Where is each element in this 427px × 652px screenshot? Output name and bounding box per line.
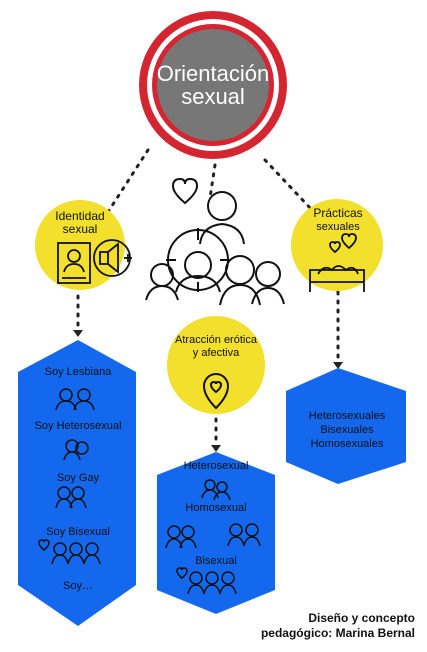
- identity-item: Soy Heterosexual: [34, 420, 122, 432]
- practices-label-line2: sexuales: [316, 220, 360, 233]
- practices-item: Bisexuales: [320, 423, 374, 436]
- speaker-icon: [93, 239, 132, 277]
- credit-line2: pedagógico: Marina Bernal: [260, 625, 415, 640]
- center-badge: [139, 11, 287, 159]
- heart-icon: [171, 177, 199, 205]
- heart-pin-icon: [202, 373, 230, 410]
- practices-panel: [286, 368, 406, 484]
- center-title: Orientación sexual: [143, 62, 283, 108]
- attraction-label-line2: y afectiva: [192, 347, 240, 360]
- practices-list: Heterosexuales Bisexuales Homosexuales: [288, 410, 406, 451]
- identity-label-line1: Identidad: [55, 209, 105, 223]
- practices-item: Heterosexuales: [308, 410, 386, 422]
- credit-line1: Diseño y concepto: [308, 611, 415, 626]
- arrowhead-center: [211, 445, 221, 452]
- bed-icon: [309, 233, 365, 292]
- practices-item: Homosexuales: [310, 437, 384, 450]
- couple-icon: [38, 388, 101, 565]
- identity-item: Soy Gay: [56, 472, 100, 484]
- center-title-line1: Orientación: [156, 61, 270, 86]
- center-title-line2: sexual: [181, 84, 245, 110]
- practices-label: Prácticas sexuales: [293, 206, 383, 233]
- couple-icon: [145, 191, 285, 306]
- attraction-label: Atracción erótica y afectiva: [160, 334, 272, 360]
- attraction-item: Homosexual: [185, 502, 247, 514]
- arrowhead-left: [73, 330, 83, 337]
- identity-panel: [18, 340, 136, 626]
- identity-item: Soy Lesbiana: [44, 366, 112, 378]
- identity-label: Identidad sexual: [40, 209, 120, 237]
- certificate-icon: [57, 242, 91, 284]
- attraction-item: Bisexual: [195, 555, 237, 567]
- attraction-item: Heterosexual: [183, 460, 249, 472]
- identity-label-line2: sexual: [62, 222, 98, 237]
- attraction-circle: [167, 316, 265, 414]
- practices-circle: [291, 199, 383, 291]
- arrowhead-right: [333, 362, 343, 369]
- connectors: [76, 148, 340, 447]
- attraction-label-line1: Atracción erótica: [175, 334, 257, 346]
- credit-text: Diseño y concepto pedagógico: Marina Ber…: [261, 611, 415, 640]
- couple-icon: [165, 479, 261, 595]
- identity-item: Soy Bisexual: [46, 526, 110, 538]
- identity-item: Soy…: [63, 580, 93, 592]
- practices-label-line1: Prácticas: [313, 206, 363, 220]
